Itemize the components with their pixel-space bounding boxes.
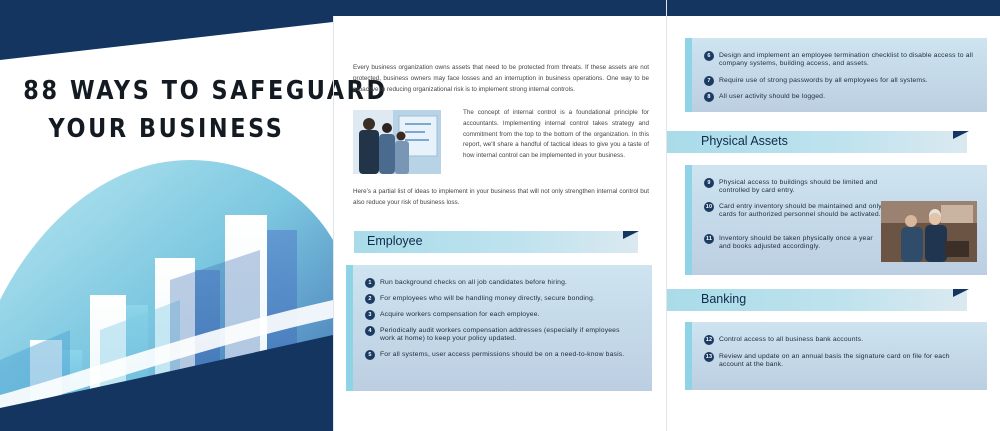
item-text: For employees who will be handling money… <box>380 295 595 302</box>
business-meeting-photo <box>353 110 441 174</box>
concept-paragraph: The concept of internal control is a fou… <box>463 109 649 160</box>
list-intro-paragraph: Here's a partial list of ideas to implem… <box>353 188 649 206</box>
cover-title-line2: YOUR BUSINESS <box>48 114 285 144</box>
item-text: Review and update on an annual basis the… <box>719 353 950 368</box>
item-text: For all systems, user access permissions… <box>380 351 625 358</box>
item-number-badge: 5 <box>365 350 375 360</box>
employee-section-title: Employee <box>367 234 423 248</box>
item-number-badge: 2 <box>365 294 375 304</box>
item-number-badge: 9 <box>704 178 714 188</box>
banking-section-title: Banking <box>701 292 747 306</box>
page-three: 6 Design and implement an employee termi… <box>667 0 1000 431</box>
top-bar <box>333 0 666 16</box>
item-number-badge: 11 <box>704 234 714 244</box>
item-number-badge: 1 <box>365 278 375 288</box>
item-number-badge: 8 <box>704 92 714 102</box>
item-number-badge: 13 <box>704 352 714 362</box>
physical-assets-section-banner: Physical Assets <box>667 131 967 153</box>
item-number-badge: 10 <box>704 202 714 212</box>
banner-tail-icon <box>953 131 969 139</box>
item-number-badge: 3 <box>365 310 375 320</box>
employee-section-banner: Employee <box>354 231 638 253</box>
item-number-badge: 6 <box>704 51 714 61</box>
cover-page: 88 WAYS TO SAFEGUARD YOUR BUSINESS <box>0 0 388 431</box>
banking-section-banner: Banking <box>667 289 967 311</box>
item-number-badge: 7 <box>704 76 714 86</box>
item-number-badge: 12 <box>704 335 714 345</box>
item-text: Run background checks on all job candida… <box>380 279 568 286</box>
employee-continued-box: 6 Design and implement an employee termi… <box>685 38 987 112</box>
item-text: Design and implement an employee termina… <box>719 52 974 67</box>
intro-paragraph: Every business organization owns assets … <box>353 64 649 93</box>
item-text: Periodically audit workers compensation … <box>380 327 620 342</box>
item-text: All user activity should be logged. <box>719 93 826 100</box>
item-text: Control access to all business bank acco… <box>719 336 864 343</box>
page-divider <box>333 0 334 431</box>
cover-title-line1: 88 WAYS TO SAFEGUARD <box>23 76 388 106</box>
physical-assets-section-title: Physical Assets <box>701 134 788 148</box>
page-two: Every business organization owns assets … <box>333 0 666 431</box>
page-divider <box>666 0 667 431</box>
banner-tail-icon <box>623 231 639 239</box>
item-text: Physical access to buildings should be l… <box>719 179 878 194</box>
item-text: Acquire workers compensation for each em… <box>380 311 540 318</box>
item-text: Require use of strong passwords by all e… <box>719 77 928 84</box>
cover-building-graphic <box>0 0 333 431</box>
colleagues-photo <box>881 201 977 262</box>
item-text: Inventory should be taken physically onc… <box>719 235 873 250</box>
employee-items-box: 1 Run background checks on all job candi… <box>346 265 652 391</box>
item-text: Card entry inventory should be maintaine… <box>719 203 882 218</box>
top-bar <box>667 0 1000 16</box>
banner-tail-icon <box>953 289 969 297</box>
cover-title: 88 WAYS TO SAFEGUARD YOUR BUSINESS <box>23 72 388 148</box>
item-number-badge: 4 <box>365 326 375 336</box>
banking-items-box: 12 Control access to all business bank a… <box>685 322 987 390</box>
